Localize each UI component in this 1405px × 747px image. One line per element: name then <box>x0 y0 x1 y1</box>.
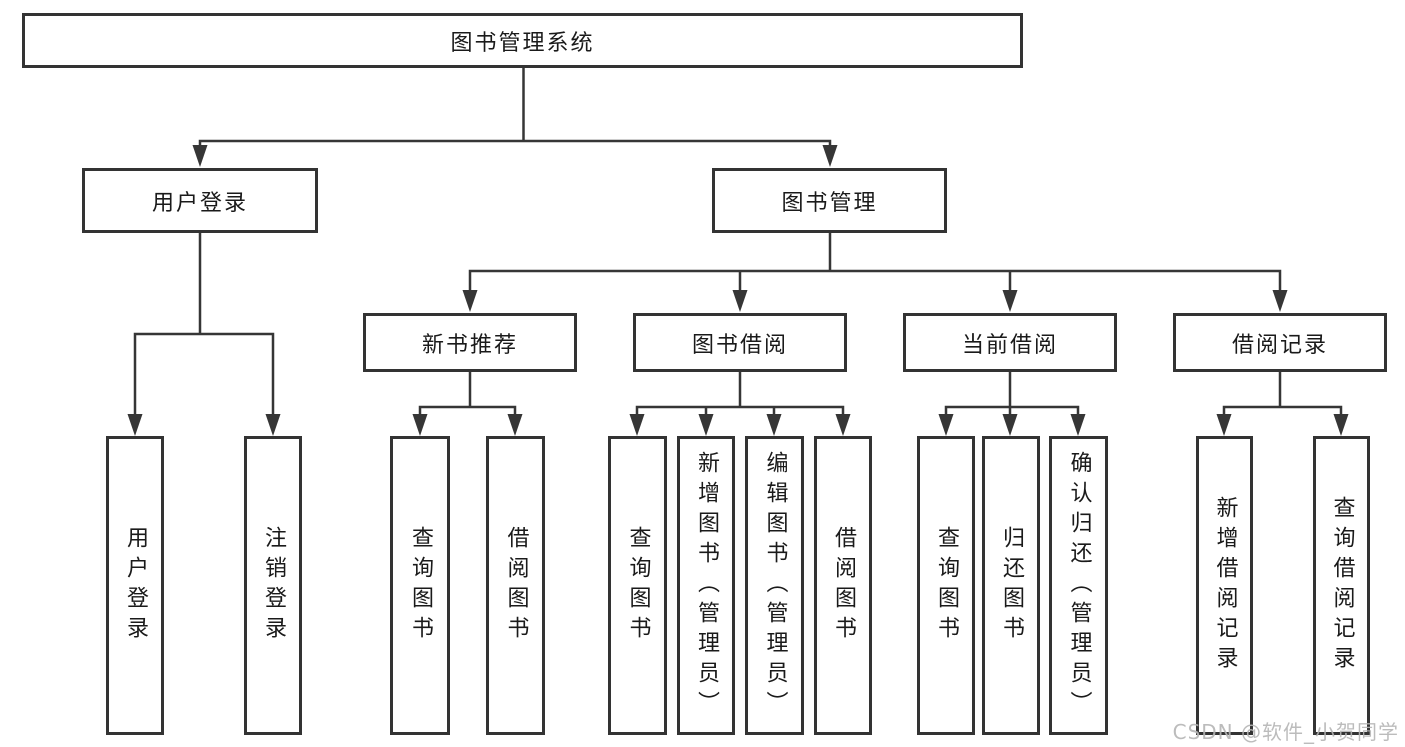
leaf-current-confirm-return-admin: 确认归还（管理员） <box>1049 436 1108 735</box>
leaf-current-return-book: 归还图书 <box>982 436 1040 735</box>
node-library-management-system: 图书管理系统 <box>22 13 1023 68</box>
leaf-borrowing-edit-book-admin: 编辑图书（管理员） <box>745 436 804 735</box>
node-book-management: 图书管理 <box>712 168 947 233</box>
node-current-borrowing: 当前借阅 <box>903 313 1117 372</box>
leaf-newbook-borrow-book: 借阅图书 <box>486 436 545 735</box>
node-label: 新书推荐 <box>421 332 518 358</box>
leaf-records-query-borrow-record: 查询借阅记录 <box>1313 436 1370 735</box>
node-user-login: 用户登录 <box>82 168 318 233</box>
leaf-label: 注销登录 <box>261 525 286 646</box>
leaf-logout: 注销登录 <box>244 436 302 735</box>
leaf-label: 新增借阅记录 <box>1212 495 1238 676</box>
leaf-user-login: 用户登录 <box>106 436 164 735</box>
node-new-book-recommendation: 新书推荐 <box>363 313 577 372</box>
leaf-borrowing-add-book-admin: 新增图书（管理员） <box>677 436 735 735</box>
node-borrowing-records: 借阅记录 <box>1173 313 1387 372</box>
node-label: 图书借阅 <box>691 332 788 358</box>
leaf-label: 确认归还（管理员） <box>1066 450 1092 721</box>
leaf-label: 用户登录 <box>123 525 148 646</box>
leaf-newbook-query-book: 查询图书 <box>390 436 450 735</box>
node-book-borrowing: 图书借阅 <box>633 313 847 372</box>
leaf-label: 查询图书 <box>934 525 959 646</box>
leaf-records-add-borrow-record: 新增借阅记录 <box>1196 436 1253 735</box>
csdn-watermark: CSDN @软件_小贺同学 <box>1172 720 1399 744</box>
node-label: 图书管理系统 <box>450 30 595 56</box>
node-label: 当前借阅 <box>961 332 1058 358</box>
leaf-label: 查询借阅记录 <box>1329 495 1355 676</box>
node-label: 借阅记录 <box>1231 332 1328 358</box>
node-label: 图书管理 <box>781 190 878 216</box>
leaf-label: 查询图书 <box>625 525 651 646</box>
leaf-current-query-book: 查询图书 <box>917 436 975 735</box>
arrowhead-icons <box>127 145 1349 436</box>
leaf-borrowing-query-book: 查询图书 <box>608 436 667 735</box>
leaf-label: 借阅图书 <box>503 525 529 646</box>
node-label: 用户登录 <box>151 190 248 216</box>
leaf-label: 新增图书（管理员） <box>694 450 719 721</box>
leaf-label: 借阅图书 <box>831 525 856 646</box>
leaf-label: 编辑图书（管理员） <box>762 450 788 721</box>
leaf-borrowing-borrow-book: 借阅图书 <box>814 436 872 735</box>
leaf-label: 查询图书 <box>408 525 433 646</box>
leaf-label: 归还图书 <box>999 525 1024 646</box>
